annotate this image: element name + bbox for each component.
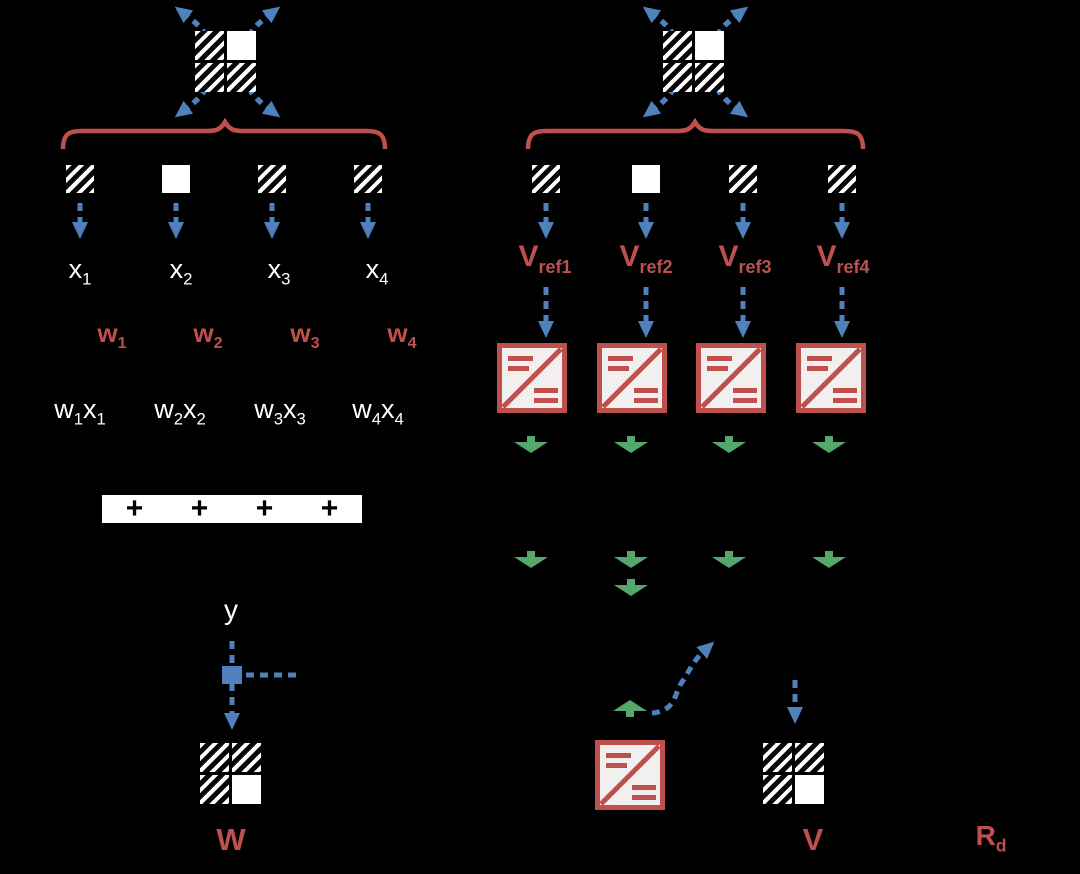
input-label: x2 [169, 254, 193, 289]
unroll-grid-right [663, 31, 724, 92]
resistor-label: Rd [975, 820, 1007, 856]
weight-label: w4 [387, 318, 417, 353]
adc-box-icon [600, 346, 665, 411]
green-down-arrow-icon [514, 436, 548, 453]
output-label: y [224, 594, 238, 625]
matrix-cell [232, 743, 261, 772]
green-down-arrow-icon [614, 551, 648, 568]
matrix-label-w: W [216, 822, 246, 857]
green-down-arrow-icon [712, 551, 746, 568]
matrix-label-v: V [802, 822, 824, 857]
plus-sign: + [190, 492, 209, 525]
brace-left [60, 117, 388, 150]
input-label: x3 [267, 254, 291, 289]
unrolled-cell [729, 165, 757, 193]
grid-cell [195, 63, 224, 92]
plus-sign: + [255, 492, 274, 525]
green-down-arrow-icon [614, 436, 648, 453]
adc-box-icon [699, 346, 764, 411]
junction-square [222, 666, 242, 684]
matrix-cell [795, 743, 824, 772]
dac-box-icon [598, 743, 663, 808]
grid-cell [195, 31, 224, 60]
grid-cell [227, 63, 256, 92]
matrix-cell [763, 743, 792, 772]
grid-cell [695, 63, 724, 92]
voltage-matrix [763, 743, 824, 804]
green-up-arrow-icon [613, 700, 647, 717]
green-down-arrow-icon [812, 551, 846, 568]
grid-cell [663, 63, 692, 92]
unrolled-cell [828, 165, 856, 193]
unrolled-cell [258, 165, 286, 193]
unroll-grid-left [195, 31, 256, 92]
unrolled-cell [354, 165, 382, 193]
ref-label: Vref2 [619, 240, 673, 277]
input-label: x1 [68, 254, 92, 289]
sum-bar: + + + + [102, 492, 362, 525]
unrolled-cell [532, 165, 560, 193]
matrix-cell [200, 743, 229, 772]
unrolled-cell [66, 165, 94, 193]
product-label: w3x3 [254, 394, 306, 429]
unrolled-cell [632, 165, 660, 193]
adc-box-icon [500, 346, 565, 411]
product-label: w2x2 [154, 394, 206, 429]
product-label: w1x1 [54, 394, 106, 429]
weight-label: w2 [193, 318, 223, 353]
plus-sign: + [320, 492, 339, 525]
unrolled-cell [162, 165, 190, 193]
matrix-cell [232, 775, 261, 804]
grid-cell [227, 31, 256, 60]
ref-label: Vref1 [518, 240, 572, 277]
green-down-arrow-icon [514, 551, 548, 568]
ref-label: Vref4 [816, 240, 870, 277]
matrix-cell [795, 775, 824, 804]
curved-feedback-arrow-icon [651, 641, 715, 716]
green-down-arrow-icon [614, 579, 648, 596]
green-down-arrow-icon [812, 436, 846, 453]
matrix-cell [200, 775, 229, 804]
weight-label: w1 [97, 318, 127, 353]
adc-box-icon [799, 346, 864, 411]
green-down-arrow-icon [712, 436, 746, 453]
weight-label: w3 [290, 318, 320, 353]
weight-matrix [200, 743, 261, 804]
product-label: w4x4 [352, 394, 404, 429]
plus-sign: + [125, 492, 144, 525]
grid-cell [695, 31, 724, 60]
brace-right [525, 117, 866, 150]
matrix-cell [763, 775, 792, 804]
grid-cell [663, 31, 692, 60]
ref-label: Vref3 [718, 240, 772, 277]
input-label: x4 [365, 254, 389, 289]
